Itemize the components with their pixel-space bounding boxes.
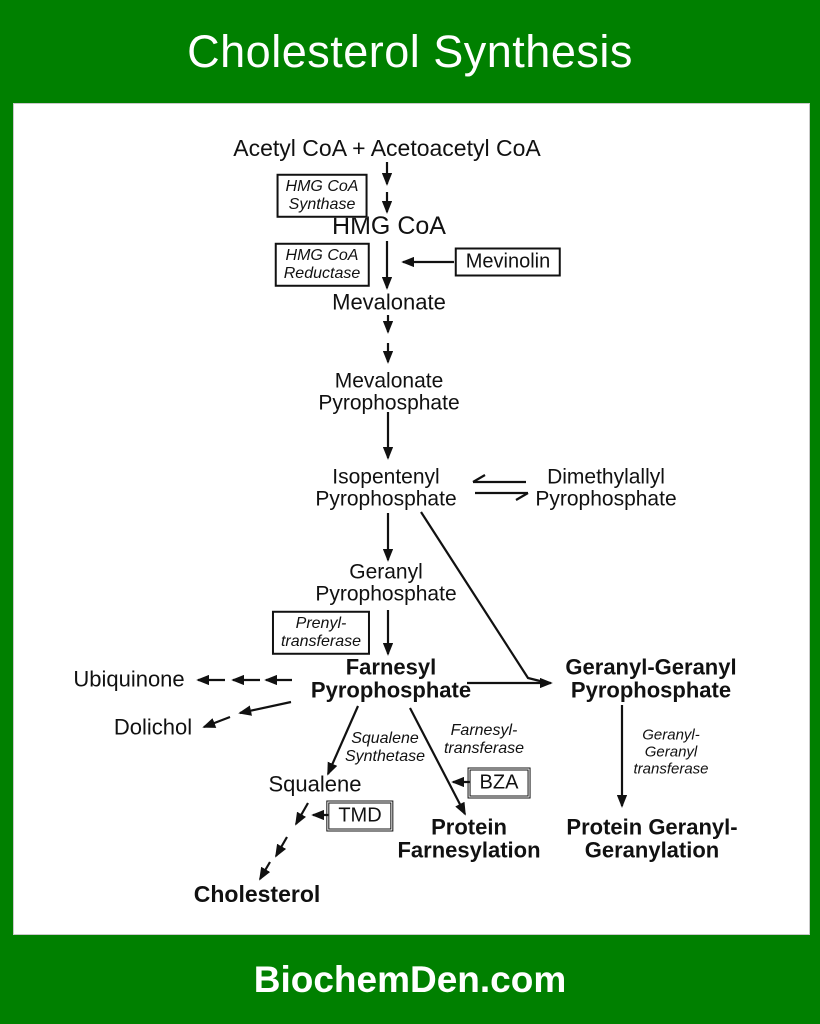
node-isopentenyl-pyrophosphate: Isopentenyl Pyrophosphate	[315, 466, 456, 509]
enzyme-text: HMG CoA	[285, 177, 359, 195]
node-dimethylallyl-pyrophosphate: Dimethylallyl Pyrophosphate	[535, 466, 676, 509]
arrow-farnesyl-to-dolichol	[202, 700, 292, 729]
node-text: Mevalonate	[332, 289, 446, 315]
node-text: Geranyl	[349, 560, 423, 584]
enzyme-text: transferase	[280, 633, 362, 650]
page-title: Cholesterol Synthesis	[187, 25, 633, 77]
node-protein-geranyl-geranylation: Protein Geranyl- Geranylation	[566, 816, 737, 861]
inhibitor-text: TMD	[338, 804, 382, 827]
node-mevalonate-pyrophosphate: Mevalonate Pyrophosphate	[318, 370, 459, 413]
node-text: Squalene	[268, 771, 362, 797]
enzyme-box-hmg-coa-reductase: HMG CoA Reductase	[274, 242, 370, 288]
enzyme-text: transferase	[443, 740, 525, 757]
enzyme-label-geranyl-geranyl-transferase: Geranyl- Geranyl transferase	[633, 726, 708, 777]
inhibitor-box-bza: BZA	[467, 767, 531, 799]
node-text: Pyrophosphate	[535, 487, 677, 510]
node-dolichol: Dolichol	[113, 714, 193, 740]
pathway-arrows	[196, 162, 628, 881]
node-text: Pyrophosphate	[315, 582, 457, 605]
enzyme-text: Farnesyl-	[450, 721, 518, 739]
enzyme-text: Synthase	[288, 196, 356, 213]
node-mevalonate: Mevalonate	[332, 289, 446, 315]
inhibitor-text: BZA	[479, 771, 519, 794]
node-text: Cholesterol	[193, 881, 321, 908]
node-text: Pyrophosphate	[570, 677, 732, 702]
node-geranyl-geranyl-pyrophosphate: Geranyl-Geranyl Pyrophosphate	[565, 656, 736, 701]
site-name: BiochemDen.com	[253, 958, 567, 1000]
arrow-squalene-to-cholesterol	[259, 802, 309, 881]
node-text: Pyrophosphate	[318, 391, 460, 414]
enzyme-text: Synthetase	[344, 748, 426, 765]
node-text: Acetyl CoA + Acetoacetyl CoA	[233, 135, 541, 162]
enzyme-text: Squalene	[351, 729, 419, 747]
footer-bar: BiochemDen.com	[0, 935, 820, 1024]
enzyme-text: Geranyl-	[642, 726, 700, 744]
equilibrium-arrows	[472, 474, 529, 501]
title-bar: Cholesterol Synthesis	[0, 0, 820, 103]
node-text: Isopentenyl	[332, 465, 440, 489]
enzyme-text: HMG CoA	[285, 246, 359, 264]
node-text: Dolichol	[113, 714, 193, 740]
enzyme-text: transferase	[633, 760, 709, 778]
node-geranyl-pyrophosphate: Geranyl Pyrophosphate	[315, 561, 456, 604]
inhibitor-box-tmd: TMD	[325, 800, 395, 832]
arrow-farnesyl-to-squalene	[326, 705, 360, 776]
arrow-farnesyl-to-farnesylation	[409, 707, 466, 816]
enzyme-text: Reductase	[283, 265, 361, 282]
node-text: Farnesylation	[397, 837, 541, 862]
enzyme-box-prenyl-transferase: Prenyl- transferase	[271, 610, 371, 656]
node-cholesterol: Cholesterol	[193, 881, 321, 908]
enzyme-text: Geranyl	[644, 743, 698, 761]
inhibitor-text: Mevinolin	[465, 250, 551, 273]
node-text: Geranyl-Geranyl	[565, 654, 737, 680]
node-acetyl-acetoacetyl-coa: Acetyl CoA + Acetoacetyl CoA	[233, 135, 541, 162]
enzyme-label-farnesyl-transferase: Farnesyl- transferase	[444, 722, 524, 758]
node-ubiquinone: Ubiquinone	[73, 666, 185, 692]
enzyme-box-hmg-coa-synthase: HMG CoA Synthase	[276, 173, 368, 219]
node-farnesyl-pyrophosphate: Farnesyl Pyrophosphate	[311, 656, 471, 701]
node-text: Dimethylallyl	[547, 465, 665, 489]
enzyme-label-squalene-synthetase: Squalene Synthetase	[345, 730, 425, 766]
arrow-to-geranylgeranyl	[420, 511, 553, 689]
node-text: Pyrophosphate	[310, 677, 472, 702]
node-text: Ubiquinone	[73, 666, 185, 692]
node-text: Geranylation	[584, 837, 720, 862]
node-squalene: Squalene	[268, 771, 362, 797]
node-protein-farnesylation: Protein Farnesylation	[397, 816, 540, 861]
node-text: Protein	[431, 814, 507, 840]
node-text: Protein Geranyl-	[566, 814, 738, 840]
node-text: Farnesyl	[345, 654, 437, 680]
node-text: Pyrophosphate	[315, 487, 457, 510]
node-text: Mevalonate	[334, 369, 444, 393]
enzyme-text: Prenyl-	[295, 614, 347, 632]
diagram-panel: Acetyl CoA + Acetoacetyl CoA HMG CoA Mev…	[13, 103, 810, 935]
inhibitor-box-mevinolin: Mevinolin	[454, 247, 562, 277]
